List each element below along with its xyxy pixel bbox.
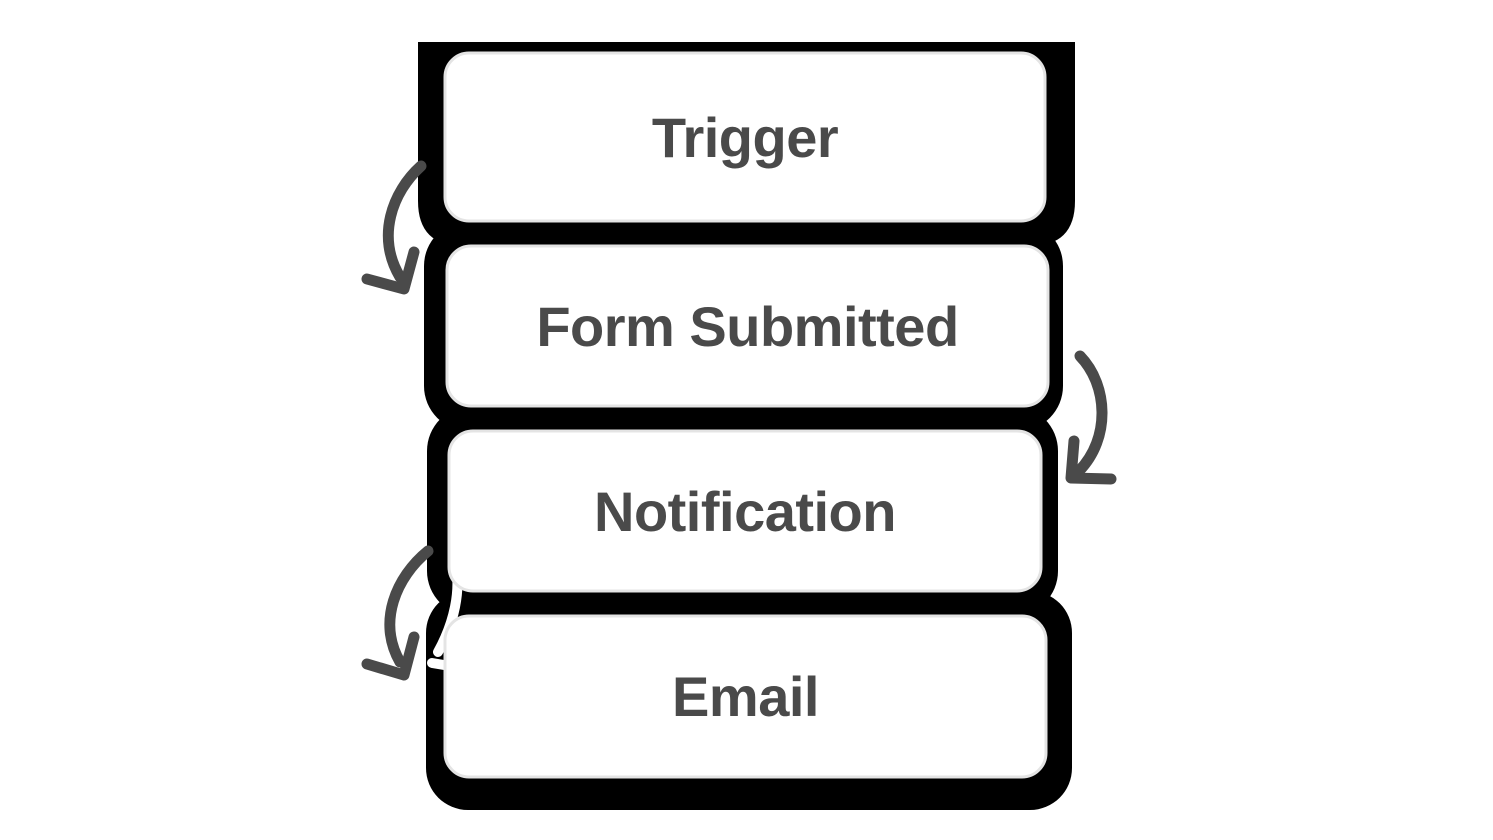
- flow-arrow-notification-to-email-icon: [361, 545, 434, 681]
- node-email[interactable]: Email: [445, 616, 1046, 777]
- node-box-trigger: [443, 51, 1047, 223]
- node-email-label: Email: [672, 665, 819, 728]
- node-box-form-submitted: [445, 244, 1050, 408]
- node-notification-label: Notification: [594, 479, 896, 543]
- node-form-submitted[interactable]: Form Submitted: [447, 246, 1048, 406]
- flow-arrow-trigger-to-form-icon: [361, 160, 427, 295]
- node-trigger[interactable]: Trigger: [445, 53, 1045, 221]
- node-trigger-label: Trigger: [651, 105, 839, 169]
- node-form-submitted-label: Form Submitted: [536, 294, 959, 358]
- node-notification[interactable]: Notification: [449, 431, 1041, 591]
- node-box-email: [443, 614, 1048, 779]
- node-box-notification: [447, 429, 1043, 593]
- flow-arrow-form-to-notification-icon: [1065, 350, 1117, 485]
